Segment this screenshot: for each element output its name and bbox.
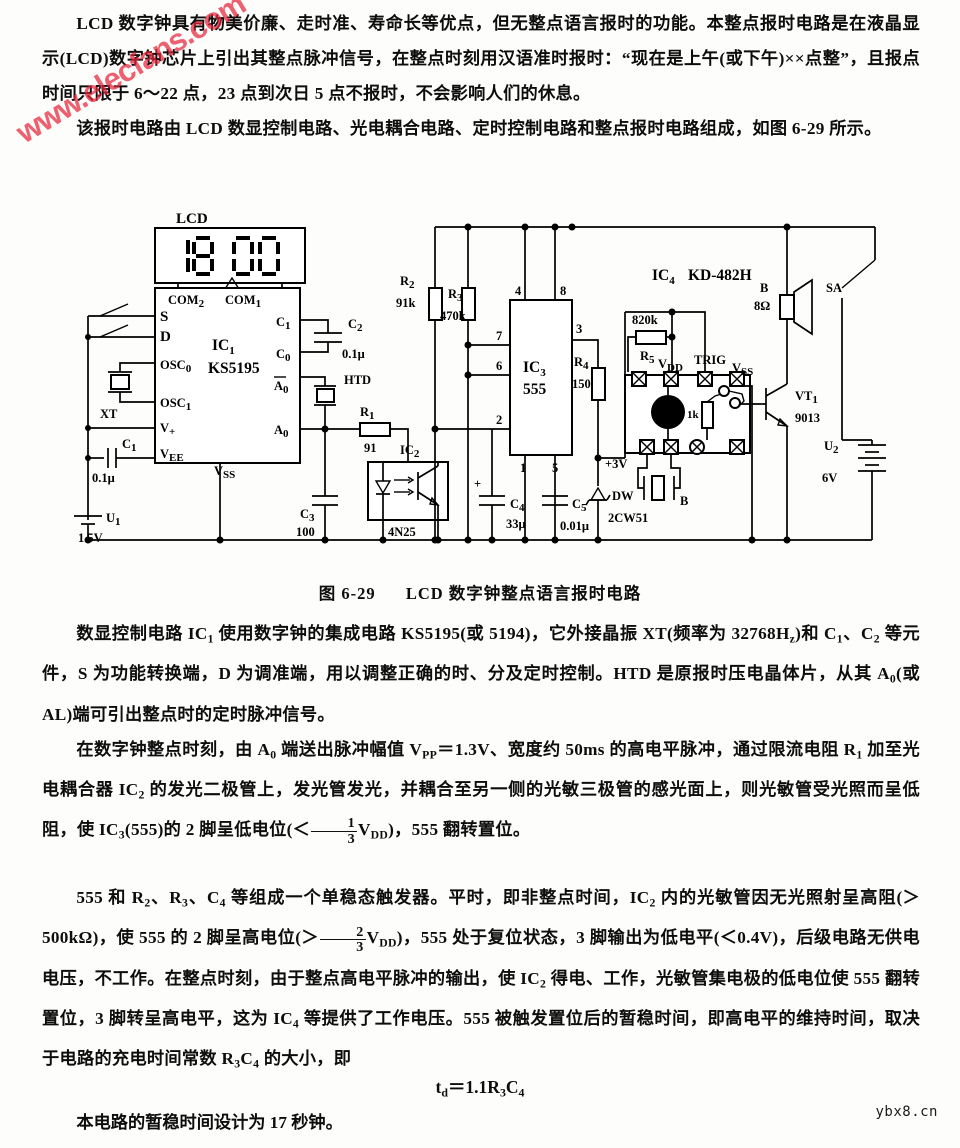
lcd-panel bbox=[154, 227, 306, 284]
c5-designator: C5 bbox=[572, 497, 587, 514]
ic4-pin-vss: VSS bbox=[732, 361, 753, 378]
ic4-resonator bbox=[651, 475, 665, 501]
figure-title: LCD 数字钟整点语言报时电路 bbox=[405, 584, 642, 603]
c3-value: 100 bbox=[296, 525, 315, 539]
ic1-designator: IC1 bbox=[212, 337, 235, 357]
figure-caption: 图 6-29 LCD 数字钟整点语言报时电路 bbox=[0, 580, 960, 604]
ic3-pin4-label: 4 bbox=[515, 284, 522, 298]
r3-value: 470k bbox=[440, 309, 466, 323]
ic2-designator: IC2 bbox=[400, 443, 420, 460]
paragraph-4: 在数字钟整点时刻，由 A0 端送出脉冲幅值 VPP＝1.3V、宽度约 50ms … bbox=[42, 739, 920, 847]
body-text-block-2: 555 和 R2、R3、C4 等组成一个单稳态触发器。平时，即非整点时间，IC2… bbox=[42, 880, 920, 1081]
c4-value: 33μ bbox=[506, 517, 526, 531]
ic4-internal-1k bbox=[701, 401, 714, 429]
ic4-designator: IC4 bbox=[652, 267, 675, 287]
ic4-resonator-label: B bbox=[680, 494, 688, 508]
r4-value: 150 bbox=[572, 377, 591, 391]
ic1-pin-s: S bbox=[160, 309, 168, 325]
c4-polarity: + bbox=[474, 477, 481, 491]
r4-body bbox=[591, 367, 606, 401]
speaker-value: 8Ω bbox=[754, 299, 770, 313]
c2-value: 0.1μ bbox=[342, 347, 365, 361]
dw-designator: DW bbox=[612, 489, 634, 503]
u2-value: 6V bbox=[822, 471, 837, 485]
body-text-block-1: 数显控制电路 IC1 使用数字钟的集成电路 KS5195(或 5194)，它外接… bbox=[42, 616, 920, 852]
ic4-pin-trig: TRIG bbox=[694, 353, 726, 367]
paragraph-5: 555 和 R2、R3、C4 等组成一个单稳态触发器。平时，即非整点时间，IC2… bbox=[42, 888, 921, 1071]
c2-designator: C2 bbox=[348, 317, 363, 334]
ic1-body bbox=[154, 287, 301, 464]
speaker-body bbox=[779, 294, 795, 320]
ic1-pin-d: D bbox=[160, 329, 171, 345]
r1-body bbox=[359, 422, 391, 437]
supply-3v-label: +3V bbox=[605, 457, 627, 471]
r4-designator: R4 bbox=[574, 355, 589, 372]
ic4-pin-vdd: VDD bbox=[658, 357, 683, 374]
ic1-pin-c0: C0 bbox=[276, 347, 291, 364]
r5-body bbox=[635, 330, 667, 345]
c1-value: 0.1μ bbox=[92, 471, 115, 485]
ic3-pin3-label: 3 bbox=[576, 322, 582, 336]
formula-td: td＝1.1R3C4 bbox=[435, 1077, 525, 1100]
ic4-die bbox=[651, 395, 685, 429]
r5-value: 820k bbox=[632, 313, 658, 327]
ic1-pin-vss: VSS bbox=[214, 464, 235, 481]
lcd-digits bbox=[186, 236, 280, 276]
dw-part-number: 2CW51 bbox=[608, 511, 648, 525]
c4-designator: C4 bbox=[510, 497, 525, 514]
c3-designator: C3 bbox=[300, 507, 315, 524]
r2-designator: R2 bbox=[400, 274, 415, 291]
paragraph-2: 该报时电路由 LCD 数显控制电路、光电耦合电路、定时控制电路和整点报时电路组成… bbox=[76, 119, 882, 138]
ic3-body bbox=[509, 299, 573, 456]
ic3-pin6-label: 6 bbox=[496, 359, 502, 373]
paragraph-6: 本电路的暂稳时间设计为 17 秒钟。 bbox=[76, 1113, 343, 1132]
figure-number: 图 6-29 bbox=[318, 584, 376, 603]
u2-designator: U2 bbox=[824, 439, 839, 456]
vt1-designator: VT1 bbox=[795, 389, 818, 406]
ic1-pin-com1: COM1 bbox=[225, 293, 261, 310]
ic3-pin7-label: 7 bbox=[496, 329, 502, 343]
ic1-pin-vplus: V+ bbox=[160, 421, 175, 438]
htd-piezo bbox=[316, 388, 335, 403]
ic1-pin-com2: COM2 bbox=[168, 293, 205, 310]
ic1-pin-vee: VEE bbox=[160, 447, 184, 464]
r1-value: 91 bbox=[364, 441, 377, 455]
ic3-pin8-label: 8 bbox=[560, 284, 566, 298]
ic3-pin1-label: 1 bbox=[520, 461, 526, 475]
speaker-designator: B bbox=[760, 281, 768, 295]
lcd-label: LCD bbox=[176, 211, 208, 227]
crystal-xt bbox=[110, 374, 130, 390]
ic1-pin-c1: C1 bbox=[276, 315, 291, 332]
ic2-part-number: 4N25 bbox=[388, 525, 416, 539]
ic1-part-number: KS5195 bbox=[208, 360, 260, 377]
r5-designator: R5 bbox=[640, 349, 655, 366]
vt1-part-number: 9013 bbox=[795, 411, 820, 425]
htd-label: HTD bbox=[344, 373, 371, 387]
intro-text-block: LCD 数字钟具有物美价廉、走时准、寿命长等优点，但无整点语言报时的功能。本整点… bbox=[42, 6, 920, 146]
ic1-pin-osc1: OSC1 bbox=[160, 396, 191, 413]
crystal-label: XT bbox=[100, 407, 118, 421]
r2-value: 91k bbox=[396, 296, 416, 310]
circuit-diagram-figure: LCD IC1 KS5195 COM bbox=[60, 200, 940, 565]
ic3-pin2-label: 2 bbox=[496, 413, 502, 427]
r1-designator: R1 bbox=[360, 405, 375, 422]
c1-designator: C1 bbox=[122, 437, 137, 454]
ic1-pin-a0: A0 bbox=[274, 423, 289, 440]
ic3-part-number: 555 bbox=[523, 381, 547, 398]
u1-designator: U1 bbox=[106, 511, 121, 528]
ic2-body bbox=[367, 461, 449, 521]
paragraph-1: LCD 数字钟具有物美价廉、走时准、寿命长等优点，但无整点语言报时的功能。本整点… bbox=[42, 14, 920, 103]
switch-label: SA bbox=[826, 281, 842, 295]
ic1-pin-a0bar: A0 bbox=[274, 379, 289, 396]
ic4-part-number: KD-482H bbox=[688, 267, 752, 284]
watermark-bottom-right: ybx8.cn bbox=[875, 1104, 938, 1120]
ic1-pin-osc0: OSC0 bbox=[160, 358, 192, 375]
r3-designator: R3 bbox=[448, 287, 463, 304]
paragraph-3: 数显控制电路 IC1 使用数字钟的集成电路 KS5195(或 5194)，它外接… bbox=[42, 624, 920, 724]
c5-value: 0.01μ bbox=[560, 519, 589, 533]
ic4-internal-1k-label: 1k bbox=[687, 409, 700, 421]
